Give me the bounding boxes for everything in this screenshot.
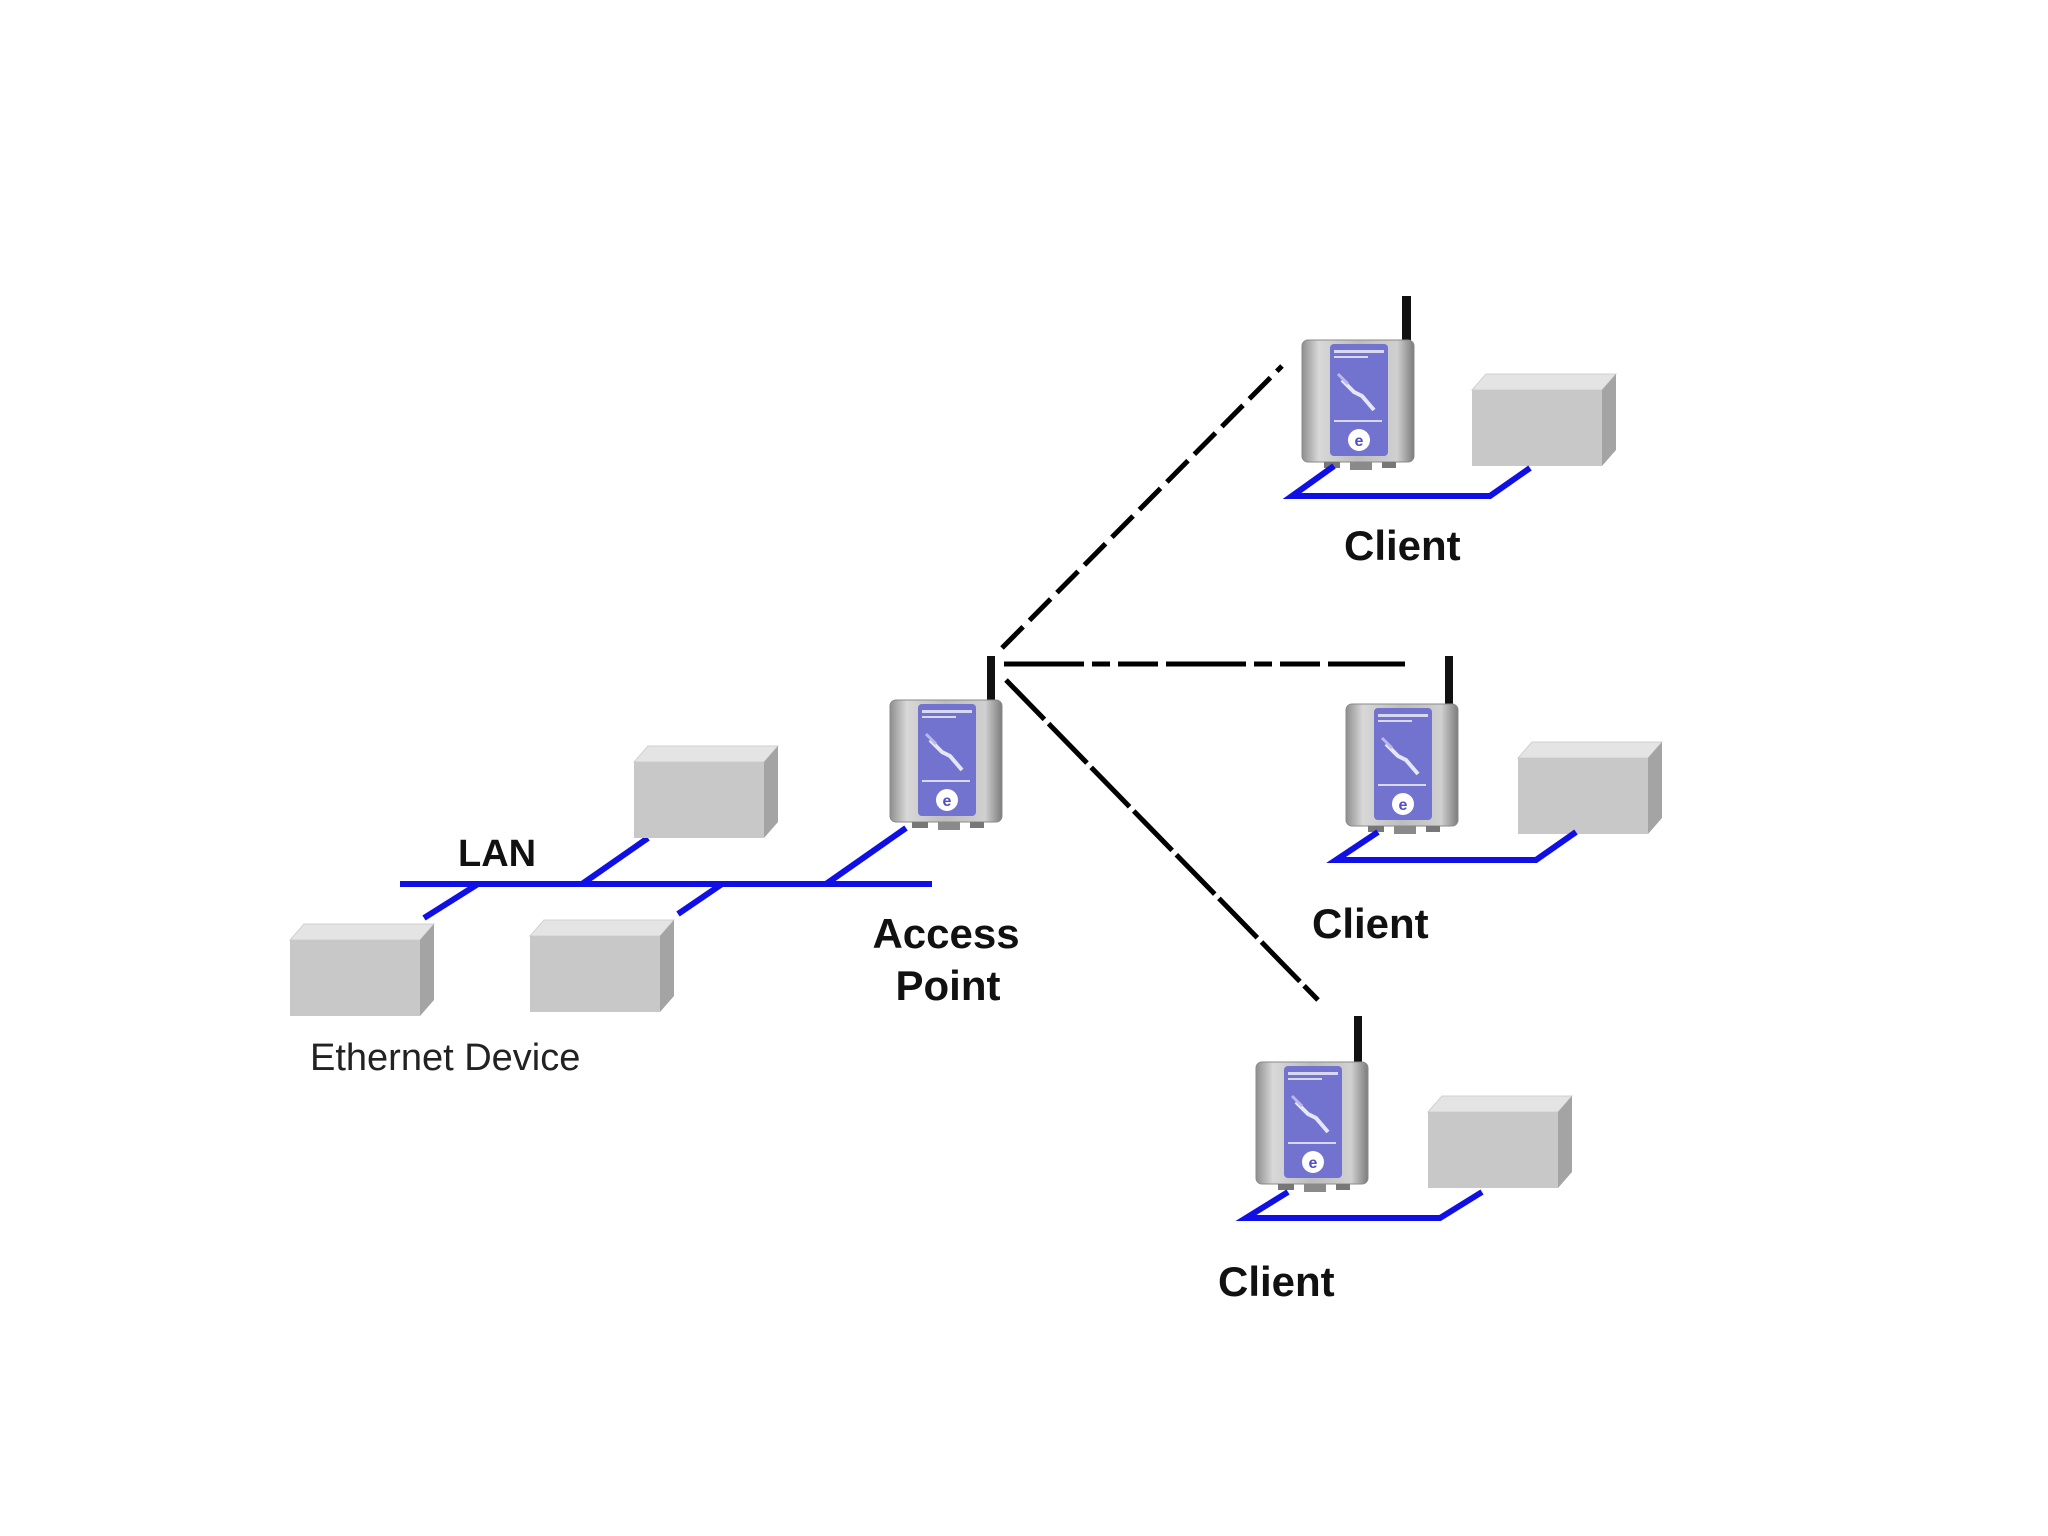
lan-label: LAN (458, 833, 536, 875)
client-top (1282, 296, 1617, 499)
lan-drop-ethernet-left (422, 881, 480, 921)
ethernet-device-back (633, 745, 779, 839)
lan-drop-access-point (824, 825, 908, 887)
lan-cabling (400, 825, 932, 921)
client-bottom-cable (1235, 1189, 1484, 1221)
client-middle (1326, 656, 1663, 863)
client-bottom-label: Client (1218, 1258, 1335, 1305)
client-middle-label: Client (1312, 900, 1429, 947)
client-top-radio (1300, 338, 1416, 472)
client-top-label: Client (1344, 522, 1461, 569)
client-middle-device (1517, 741, 1663, 835)
wireless-links (1000, 364, 1405, 1002)
client-top-cable (1282, 463, 1532, 499)
access-point-label-line2: Point (896, 962, 1001, 1009)
access-point (888, 656, 1004, 832)
wireless-link-bottom (1004, 678, 1320, 1002)
client-bottom-antenna (1354, 1016, 1362, 1062)
access-point-antenna (987, 656, 995, 702)
client-bottom-radio (1254, 1060, 1370, 1194)
lan-drop-ethernet-center (676, 881, 724, 917)
client-middle-radio (1344, 702, 1460, 836)
ethernet-device-label: Ethernet Device (310, 1037, 580, 1079)
client-middle-antenna (1445, 656, 1453, 704)
ethernet-device-center (529, 919, 675, 1013)
wireless-link-top (1000, 364, 1284, 650)
client-bottom-device (1427, 1095, 1573, 1189)
access-point-label-line1: Access (872, 910, 1019, 957)
client-bottom (1235, 1016, 1573, 1221)
access-point-radio (888, 698, 1004, 832)
client-top-device (1471, 373, 1617, 467)
ethernet-device-left (289, 923, 435, 1017)
client-top-antenna (1402, 296, 1411, 342)
lan-drop-ethernet-back (580, 835, 650, 887)
client-middle-cable (1326, 829, 1578, 863)
